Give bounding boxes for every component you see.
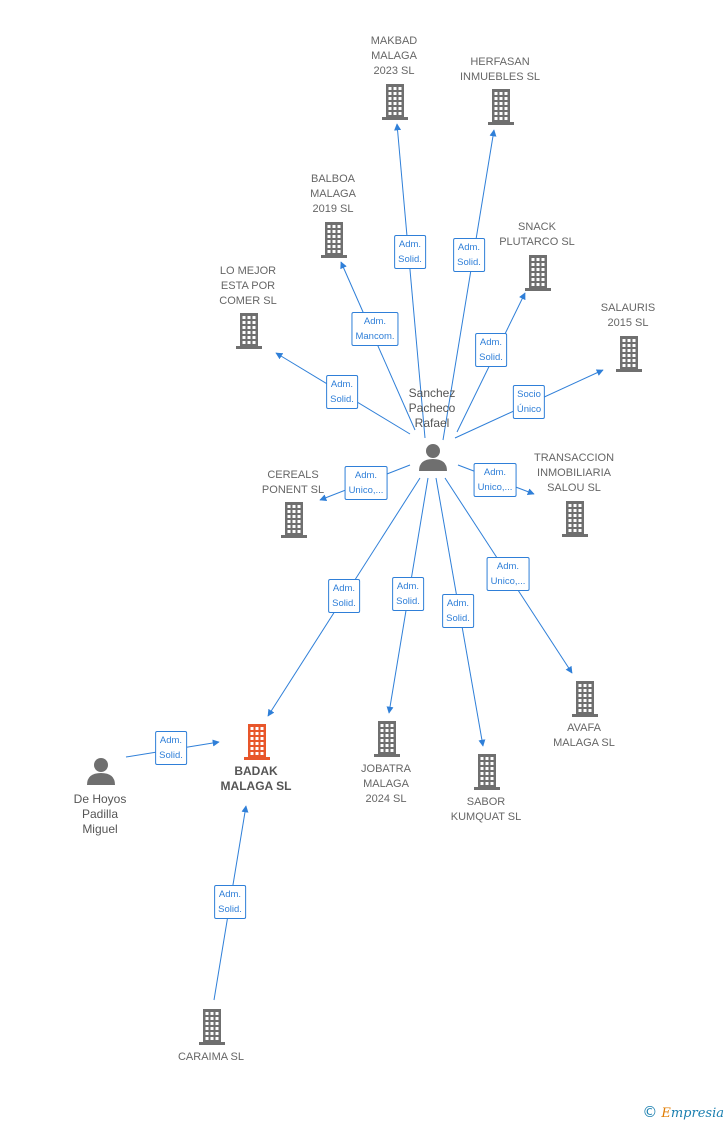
node-label-sanchez[interactable]: Sanchez Pacheco Rafael [408, 386, 456, 430]
edge-line-sanchez-makbad [394, 123, 426, 439]
building-icon-jobatra[interactable] [374, 721, 400, 757]
node-label-avafa[interactable]: AVAFA MALAGA SL [553, 722, 615, 749]
building-icon-herfasan[interactable] [488, 89, 514, 125]
node-label-makbad[interactable]: MAKBAD MALAGA 2023 SL [370, 35, 418, 77]
node-label-balboa[interactable]: BALBOA MALAGA 2019 SL [310, 173, 356, 215]
node-label-badak[interactable]: BADAK MALAGA SL [220, 764, 292, 793]
edge-label-sanchez-snack[interactable]: Adm. Solid. [475, 333, 507, 367]
building-icon-transaccion[interactable] [562, 501, 588, 537]
building-icon-badak[interactable] [244, 724, 270, 760]
edge-label-sanchez-makbad[interactable]: Adm. Solid. [394, 235, 426, 269]
node-label-snack[interactable]: SNACK PLUTARCO SL [499, 221, 575, 248]
edge-label-dehoyos-badak[interactable]: Adm. Solid. [155, 731, 187, 765]
edge-label-sanchez-sabor[interactable]: Adm. Solid. [442, 594, 474, 628]
building-icon-caraima[interactable] [199, 1009, 225, 1045]
edge-label-sanchez-cereals[interactable]: Adm. Unico,... [344, 466, 388, 500]
node-label-lomejor[interactable]: LO MEJOR ESTA POR COMER SL [219, 265, 277, 307]
building-icon-balboa[interactable] [321, 222, 347, 258]
node-label-jobatra[interactable]: JOBATRA MALAGA 2024 SL [361, 763, 411, 805]
node-label-sabor[interactable]: SABOR KUMQUAT SL [450, 796, 522, 823]
building-icon-lomejor[interactable] [236, 313, 262, 349]
node-label-salauris[interactable]: SALAURIS 2015 SL [600, 302, 656, 329]
edge-label-sanchez-herfasan[interactable]: Adm. Solid. [453, 238, 485, 272]
empresia-logo[interactable]: ©Empresia [642, 1103, 724, 1121]
node-label-dehoyos[interactable]: De Hoyos Padilla Miguel [73, 792, 127, 836]
edge-label-sanchez-salauris[interactable]: Socio Único [512, 385, 546, 419]
building-icon-snack[interactable] [525, 255, 551, 291]
building-icon-cereals[interactable] [281, 502, 307, 538]
edge-label-sanchez-badak[interactable]: Adm. Solid. [328, 579, 360, 613]
copyright-icon: © [642, 1103, 658, 1121]
icons-layer [87, 84, 642, 1045]
edge-label-sanchez-avafa[interactable]: Adm. Unico,... [486, 557, 530, 591]
node-label-herfasan[interactable]: HERFASAN INMUEBLES SL [459, 56, 541, 83]
node-label-caraima[interactable]: CARAIMA SL [177, 1051, 245, 1063]
edge-label-sanchez-transaccion[interactable]: Adm. Unico,... [473, 463, 517, 497]
edge-line-sanchez-balboa [340, 261, 416, 431]
building-icon-sabor[interactable] [474, 754, 500, 790]
edge-label-sanchez-jobatra[interactable]: Adm. Solid. [392, 577, 424, 611]
building-icon-salauris[interactable] [616, 336, 642, 372]
node-label-cereals[interactable]: CEREALS PONENT SL [261, 469, 325, 496]
building-icon-makbad[interactable] [382, 84, 408, 120]
person-icon-dehoyos[interactable] [87, 758, 115, 785]
edge-label-caraima-badak[interactable]: Adm. Solid. [214, 885, 246, 919]
building-icon-avafa[interactable] [572, 681, 598, 717]
edge-line-sanchez-herfasan [442, 129, 497, 441]
edge-label-sanchez-balboa[interactable]: Adm. Mancom. [351, 312, 399, 346]
node-label-transaccion[interactable]: TRANSACCION INMOBILIARIA SALOU SL [533, 452, 615, 494]
person-icon-sanchez[interactable] [419, 444, 447, 471]
edge-label-sanchez-lomejor[interactable]: Adm. Solid. [326, 375, 358, 409]
